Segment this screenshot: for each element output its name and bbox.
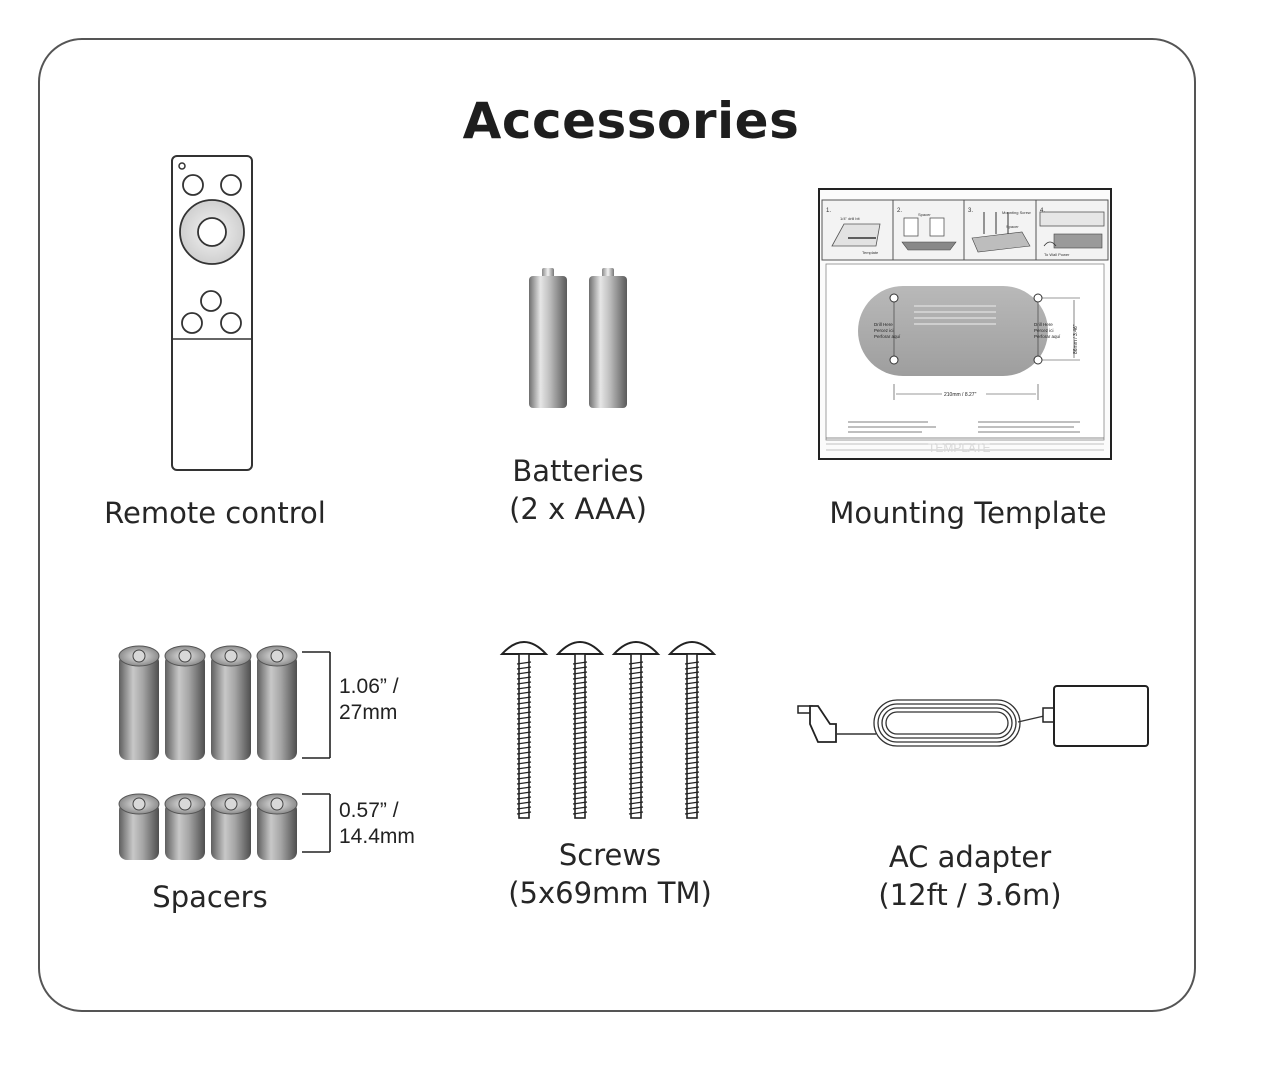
accessories-panel [38,38,1196,1012]
step-1: 1. [826,208,831,214]
drill-here-right-2: Percez ici [1034,328,1054,333]
spacer-short-inches: 0.57” / [339,799,399,822]
drill-here-right-1: Drill Here [1034,322,1053,327]
screws-icon [499,641,717,819]
mounting-template-label: Mounting Template [829,496,1107,530]
spacer-short-dimension: 0.57” / 14.4mm [339,798,415,850]
step-caption-spacer-2: Spacer [918,212,931,217]
spacer-long-dimension: 1.06” / 27mm [339,674,399,726]
step-caption-template: Template [862,250,879,255]
page-title: Accessories [462,92,800,150]
remote-control-label: Remote control [104,496,326,530]
width-dimension: 210mm / 8.27" [944,392,977,398]
spacer-long-inches: 1.06” / [339,675,399,698]
remote-control-icon [171,155,253,471]
step-4: 4. [1040,208,1045,214]
spacers-label: Spacers [152,880,268,914]
step-2: 2. [897,208,902,214]
drill-here-right-3: Perforar aquí [1034,334,1061,339]
step-3: 3. [968,208,973,214]
mounting-template-icon: 1. 2. 3. 4. 1/4" drill bit Template Spac… [818,188,1112,460]
step-caption-screw: Mounting Screw [1002,210,1031,215]
drill-here-left-2: Percez ici [874,328,894,333]
ac-adapter-icon [797,685,1149,747]
batteries-title: Batteries [512,454,644,488]
step-caption-drill: 1/4" drill bit [840,216,861,221]
screw [667,641,717,819]
screws-label: Screws (5x69mm TM) [460,836,760,912]
batteries-label: Batteries (2 x AAA) [428,452,728,528]
screw [499,641,549,819]
batteries-icon [529,268,627,408]
height-dimension: 86mm / 3.46" [1073,324,1079,354]
spacer-long-mm: 27mm [339,701,398,724]
ac-adapter-subtitle: (12ft / 3.6m) [878,878,1062,912]
drill-here-left-1: Drill Here [874,322,893,327]
spacer-dimension-brackets [302,651,331,853]
screws-title: Screws [558,838,662,872]
screws-subtitle: (5x69mm TM) [508,876,712,910]
template-footer-word: TEMPLATE [928,441,990,455]
drill-here-left-3: Perforar aquí [874,334,901,339]
spacer-short-mm: 14.4mm [339,825,415,848]
spacers-icon [118,645,298,860]
screw [555,641,605,819]
step-caption-spacer-3: Spacer [1006,224,1019,229]
step-caption-power: To Wall Power [1044,252,1070,257]
ac-adapter-label: AC adapter (12ft / 3.6m) [820,838,1120,914]
batteries-subtitle: (2 x AAA) [509,492,647,526]
ac-adapter-title: AC adapter [888,840,1052,874]
screw [611,641,661,819]
